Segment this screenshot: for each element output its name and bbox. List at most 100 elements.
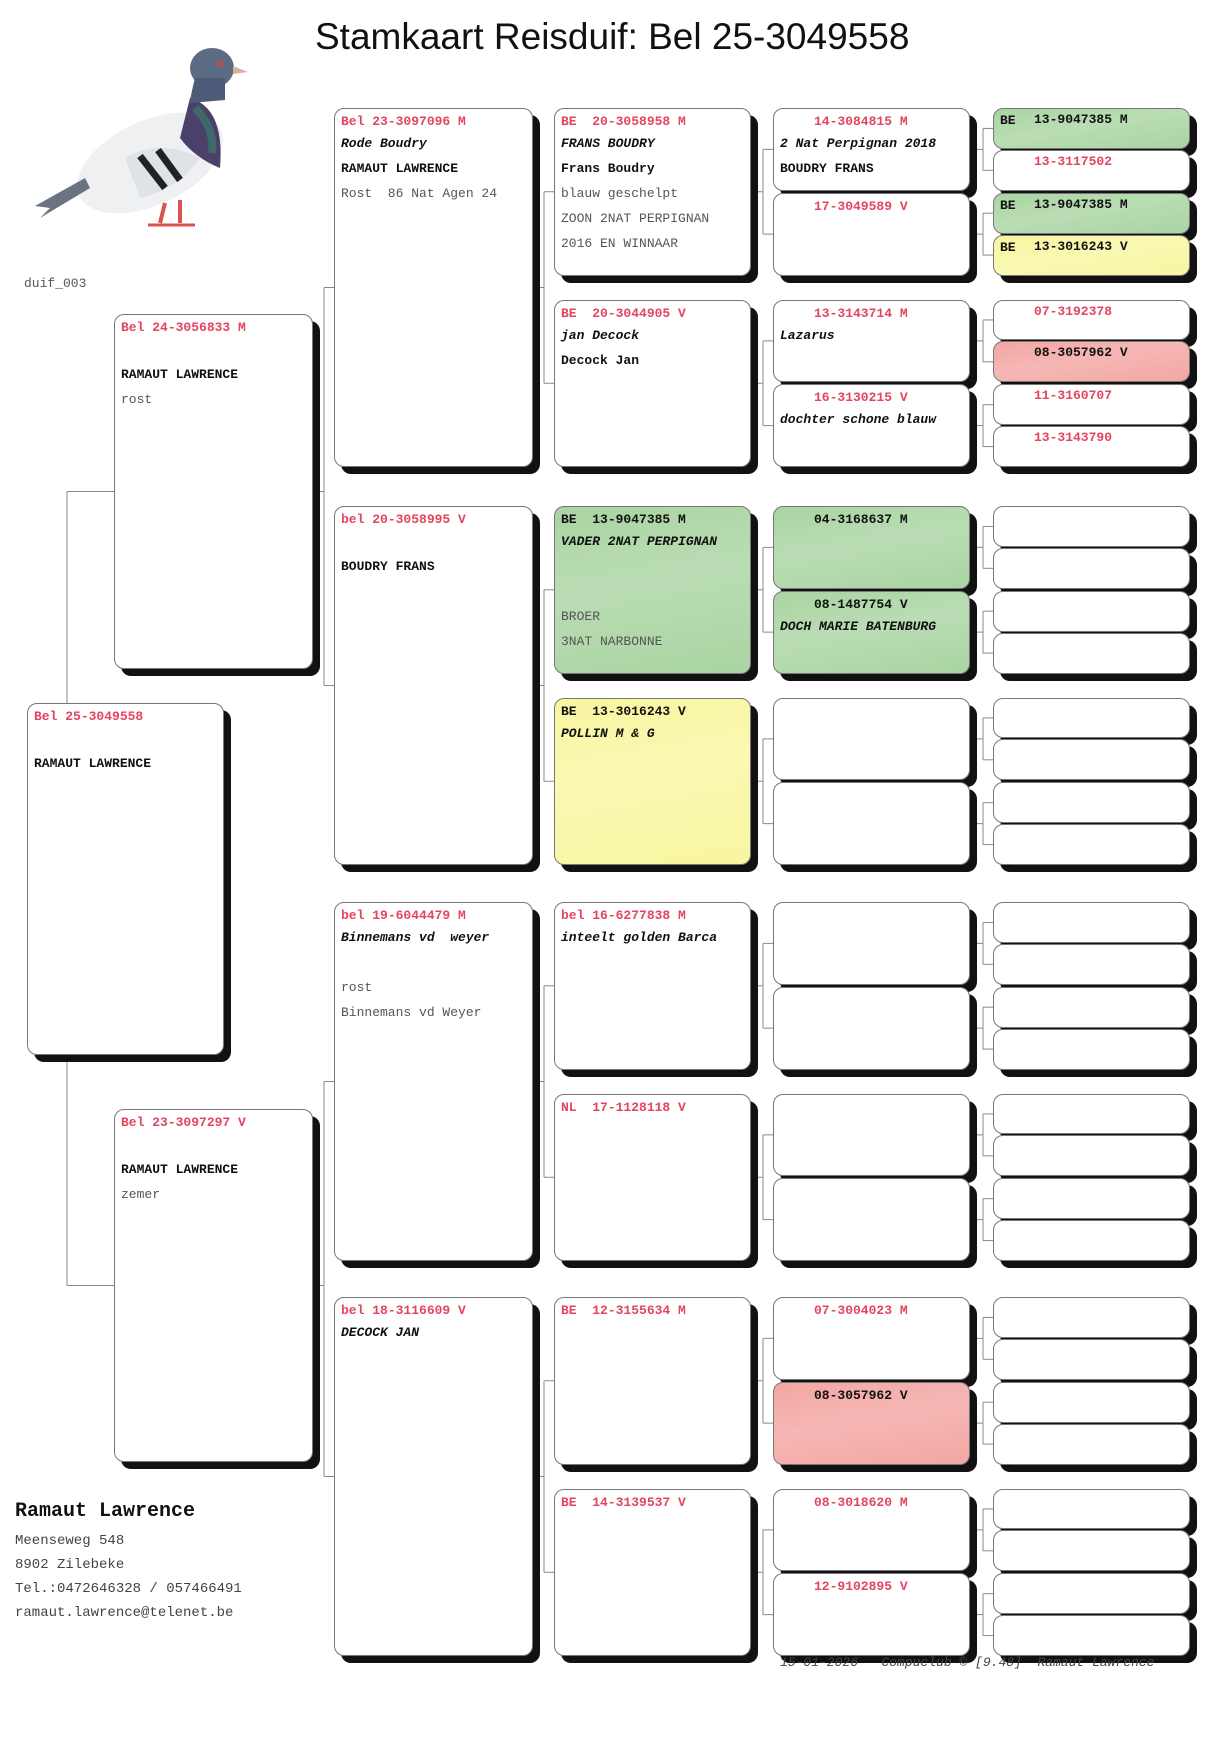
sex: M	[1119, 112, 1128, 127]
pedigree-box	[993, 1423, 1190, 1465]
pedigree-box	[993, 697, 1190, 739]
pedigree-box: 08-3018620 M	[773, 1488, 970, 1572]
ring: 07-3004023	[814, 1303, 893, 1318]
ring-number: BE 14-3139537 V	[555, 1490, 750, 1512]
pedigree-box	[993, 782, 1190, 824]
sex: V	[899, 1579, 908, 1595]
pedigree-box: 13-3143790	[993, 426, 1190, 467]
ring: 04-3168637	[814, 512, 893, 527]
pedigree-box	[993, 632, 1190, 674]
ring: 25-3049558	[65, 709, 144, 724]
sex: M	[678, 512, 686, 527]
ring-number: BE 20-3058958 M	[555, 109, 750, 131]
ring: 20-3058995	[372, 512, 451, 527]
pigeon-name: VADER 2NAT PERPIGNAN	[561, 534, 718, 549]
ring: 13-3016243	[592, 703, 671, 719]
ring: 16-3130215	[814, 390, 893, 406]
ring: 11-3160707	[1034, 388, 1113, 404]
pigeon-note: blauw geschelpt	[561, 186, 679, 201]
sex: M	[238, 320, 246, 335]
ring-number: 08-3057962 V	[774, 1383, 969, 1405]
sex: M	[458, 908, 466, 923]
sex: M	[899, 1494, 908, 1510]
sex: V	[678, 1494, 686, 1510]
sex: M	[1119, 196, 1128, 212]
pedigree-box: bel 18-3116609 V DECOCK JAN	[334, 1297, 533, 1656]
ring: 08-3057962	[1034, 345, 1113, 361]
country-code: Bel	[34, 709, 58, 724]
ring: 20-3058958	[592, 114, 671, 129]
ring-number: 07-3192378	[994, 301, 1189, 322]
pedigree-box	[993, 1338, 1190, 1380]
owner-name	[555, 554, 750, 579]
pigeon-note: Rost 86 Nat Agen 24	[341, 186, 498, 201]
sex: V	[458, 1303, 466, 1318]
pedigree-box	[993, 1530, 1190, 1572]
owner-name: RAMAUT LAWRENCE	[34, 756, 152, 771]
sex: V	[899, 390, 908, 406]
ring-number: 17-3049589 V	[774, 194, 969, 216]
ring: 17-1128118	[592, 1099, 671, 1115]
pedigree-box	[993, 1297, 1190, 1338]
ring-number: 08-3057962 V	[994, 342, 1189, 363]
country-code: BE	[561, 1494, 585, 1510]
pedigree-box	[993, 1381, 1190, 1423]
ring: 07-3192378	[1034, 303, 1113, 319]
ring: 13-3117502	[1034, 153, 1113, 169]
ring: 13-9047385	[1034, 112, 1113, 127]
ring: 14-3084815	[814, 114, 893, 129]
sex: V	[1119, 345, 1128, 361]
ring: 20-3044905	[592, 305, 671, 321]
country-code: BE	[561, 1303, 585, 1318]
pedigree-box	[773, 986, 970, 1070]
country-code: bel	[561, 908, 585, 923]
pedigree-box: 13-3117502	[993, 149, 1190, 191]
page-title: Stamkaart Reisduif: Bel 25-3049558	[315, 16, 910, 57]
ring-number: NL 17-1128118 V	[555, 1095, 750, 1117]
owner-name	[335, 950, 532, 975]
sex: M	[899, 305, 908, 321]
country-code: BE	[561, 512, 585, 527]
pigeon-name: DECOCK JAN	[341, 1325, 420, 1340]
pedigree-box: 07-3004023 M	[773, 1297, 970, 1380]
sex: V	[899, 596, 908, 612]
sex: M	[678, 1303, 686, 1318]
image-label: duif_003	[24, 276, 87, 291]
pigeon-name: Binnemans vd weyer	[341, 930, 490, 945]
ring-number: bel 19-6044479 M	[335, 903, 532, 925]
pedigree-box: 12-9102895 V	[773, 1573, 970, 1656]
country-code: BE	[1000, 239, 1016, 255]
pedigree-box	[773, 697, 970, 781]
footer-owner: Ramaut Lawrence	[1037, 1655, 1155, 1670]
pedigree-box	[993, 1135, 1190, 1177]
pedigree-box	[773, 1093, 970, 1177]
pedigree-box: BE 12-3155634 M	[554, 1297, 751, 1465]
pigeon-name: jan Decock	[561, 327, 640, 343]
sex: M	[899, 512, 908, 527]
pedigree-box	[993, 739, 1190, 781]
pigeon-note: 3NAT NARBONNE	[561, 634, 663, 649]
pedigree-box	[993, 1028, 1190, 1070]
country-code: BE	[561, 114, 585, 129]
ring: 13-9047385	[592, 512, 671, 527]
pigeon-note: zemer	[121, 1187, 161, 1202]
country-code: Bel	[121, 320, 145, 335]
ring-number: bel 18-3116609 V	[335, 1298, 532, 1320]
sex: M	[678, 908, 686, 923]
software-credit: Compuclub © [9.48]	[881, 1655, 1022, 1670]
country-code: bel	[341, 512, 365, 527]
pigeon-name: Lazarus	[780, 327, 835, 343]
ring: 12-3155634	[592, 1303, 671, 1318]
pigeon-name	[115, 337, 312, 362]
ring-number: 08-3018620 M	[774, 1490, 969, 1512]
pigeon-name: 2 Nat Perpignan 2018	[780, 136, 937, 151]
pigeon-name: FRANS BOUDRY	[561, 136, 655, 151]
sex: V	[238, 1115, 246, 1130]
pigeon-note: rost	[341, 980, 373, 995]
